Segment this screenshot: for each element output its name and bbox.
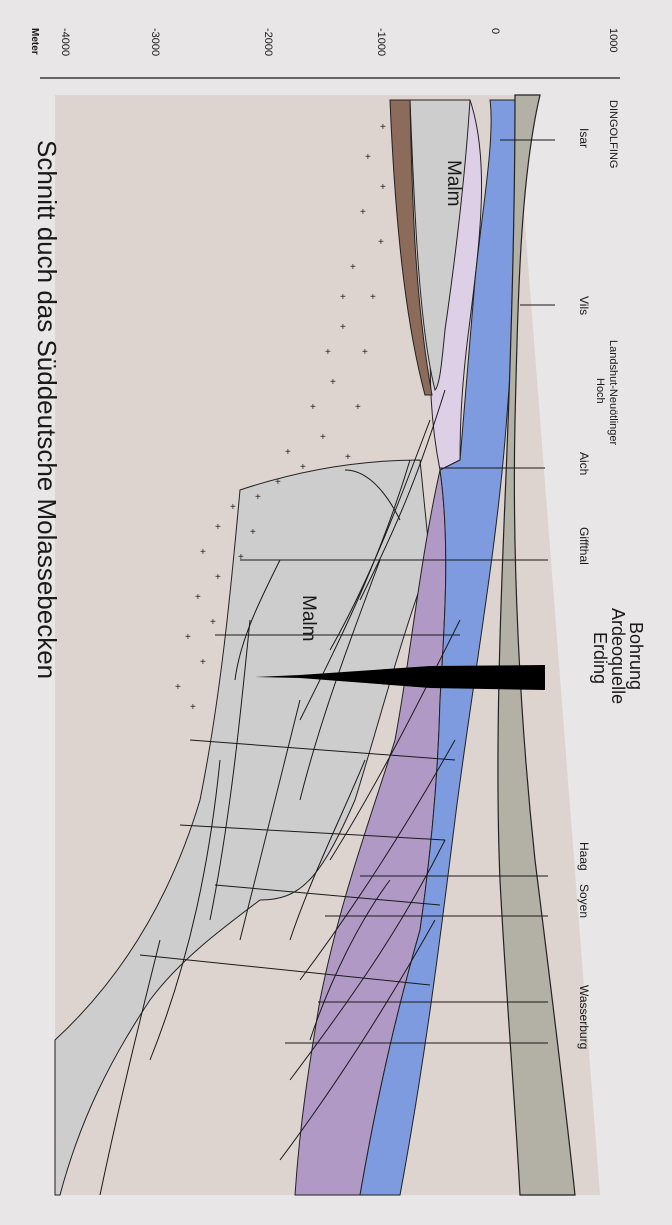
svg-text:+: + <box>320 432 326 443</box>
svg-text:+: + <box>362 347 368 358</box>
svg-text:+: + <box>300 462 306 473</box>
svg-text:+: + <box>250 527 256 538</box>
well-label-line3: Erding <box>590 632 610 684</box>
svg-text:+: + <box>360 207 366 218</box>
svg-text:+: + <box>350 262 356 273</box>
svg-text:+: + <box>310 402 316 413</box>
svg-text:+: + <box>330 377 336 388</box>
svg-text:+: + <box>210 617 216 628</box>
axis-tick-label: -4000 <box>59 28 71 56</box>
svg-text:+: + <box>175 682 181 693</box>
aquifer-blue-layer <box>359 99 531 1196</box>
place-landshut-line2: Hoch <box>594 378 606 404</box>
place-landshut-line1: Landshut-Neuötlinger <box>607 340 619 446</box>
svg-text:+: + <box>380 182 386 193</box>
svg-text:+: + <box>340 322 346 333</box>
malm-lower-label: Malm <box>298 595 319 641</box>
figure-title: Schnitt duch das Süddeutsche Molassebeck… <box>32 140 62 679</box>
svg-text:+: + <box>215 522 221 533</box>
malm-upper-label: Malm <box>443 160 464 206</box>
place-dingolfing: DINGOLFING <box>607 100 619 168</box>
axis-tick-label: -1000 <box>375 28 387 56</box>
svg-text:+: + <box>190 702 196 713</box>
well-label-line2: Ardeoquelle <box>608 608 628 704</box>
well-label-line1: Bohrung <box>626 622 646 690</box>
svg-text:+: + <box>275 477 281 488</box>
svg-text:+: + <box>255 492 261 503</box>
axis-unit-label: Meter <box>29 28 40 55</box>
labels: DINGOLFING Isar Vils Landshut-Neuötlinge… <box>32 100 646 1049</box>
location-lines <box>139 139 555 1044</box>
brown-layer <box>389 99 433 396</box>
svg-text:+: + <box>345 452 351 463</box>
place-wasserburg: Wasserburg <box>577 985 591 1049</box>
place-haag: Haag <box>577 842 591 871</box>
svg-text:+: + <box>215 572 221 583</box>
svg-text:+: + <box>378 237 384 248</box>
place-aich: Aich <box>577 452 591 475</box>
place-soyen: Soyen <box>577 884 591 918</box>
svg-text:+: + <box>340 292 346 303</box>
svg-text:+: + <box>200 547 206 558</box>
svg-text:+: + <box>355 402 361 413</box>
svg-text:+: + <box>195 592 201 603</box>
section-graphic: +++ +++ +++ +++ +++ +++ +++ +++ +++ +++ … <box>54 94 600 1196</box>
svg-text:+: + <box>285 447 291 458</box>
axis-tick-label: 0 <box>489 28 501 34</box>
axis-tick-label: -3000 <box>149 28 161 56</box>
svg-text:+: + <box>370 292 376 303</box>
place-giffthal: Giffthal <box>577 527 591 565</box>
erding-borehole <box>255 665 545 690</box>
svg-text:+: + <box>185 632 191 643</box>
svg-text:+: + <box>200 657 206 668</box>
place-isar: Isar <box>577 128 591 148</box>
depth-axis: 1000 0 -1000 -2000 -3000 -4000 Meter <box>29 28 620 79</box>
axis-tick-label: 1000 <box>607 28 619 52</box>
malm-upper-body <box>409 99 471 391</box>
svg-text:+: + <box>380 122 386 133</box>
svg-text:+: + <box>238 552 244 563</box>
svg-text:+: + <box>230 502 236 513</box>
svg-text:+: + <box>365 152 371 163</box>
fault-lines <box>99 389 461 1196</box>
svg-text:+: + <box>325 347 331 358</box>
surface-gray-layer <box>497 94 576 1196</box>
axis-tick-label: -2000 <box>262 28 274 56</box>
malm-lower-body <box>54 459 431 1196</box>
crystalline-pattern: +++ +++ +++ +++ +++ +++ +++ +++ +++ +++ … <box>175 122 386 713</box>
place-vils: Vils <box>577 296 591 315</box>
